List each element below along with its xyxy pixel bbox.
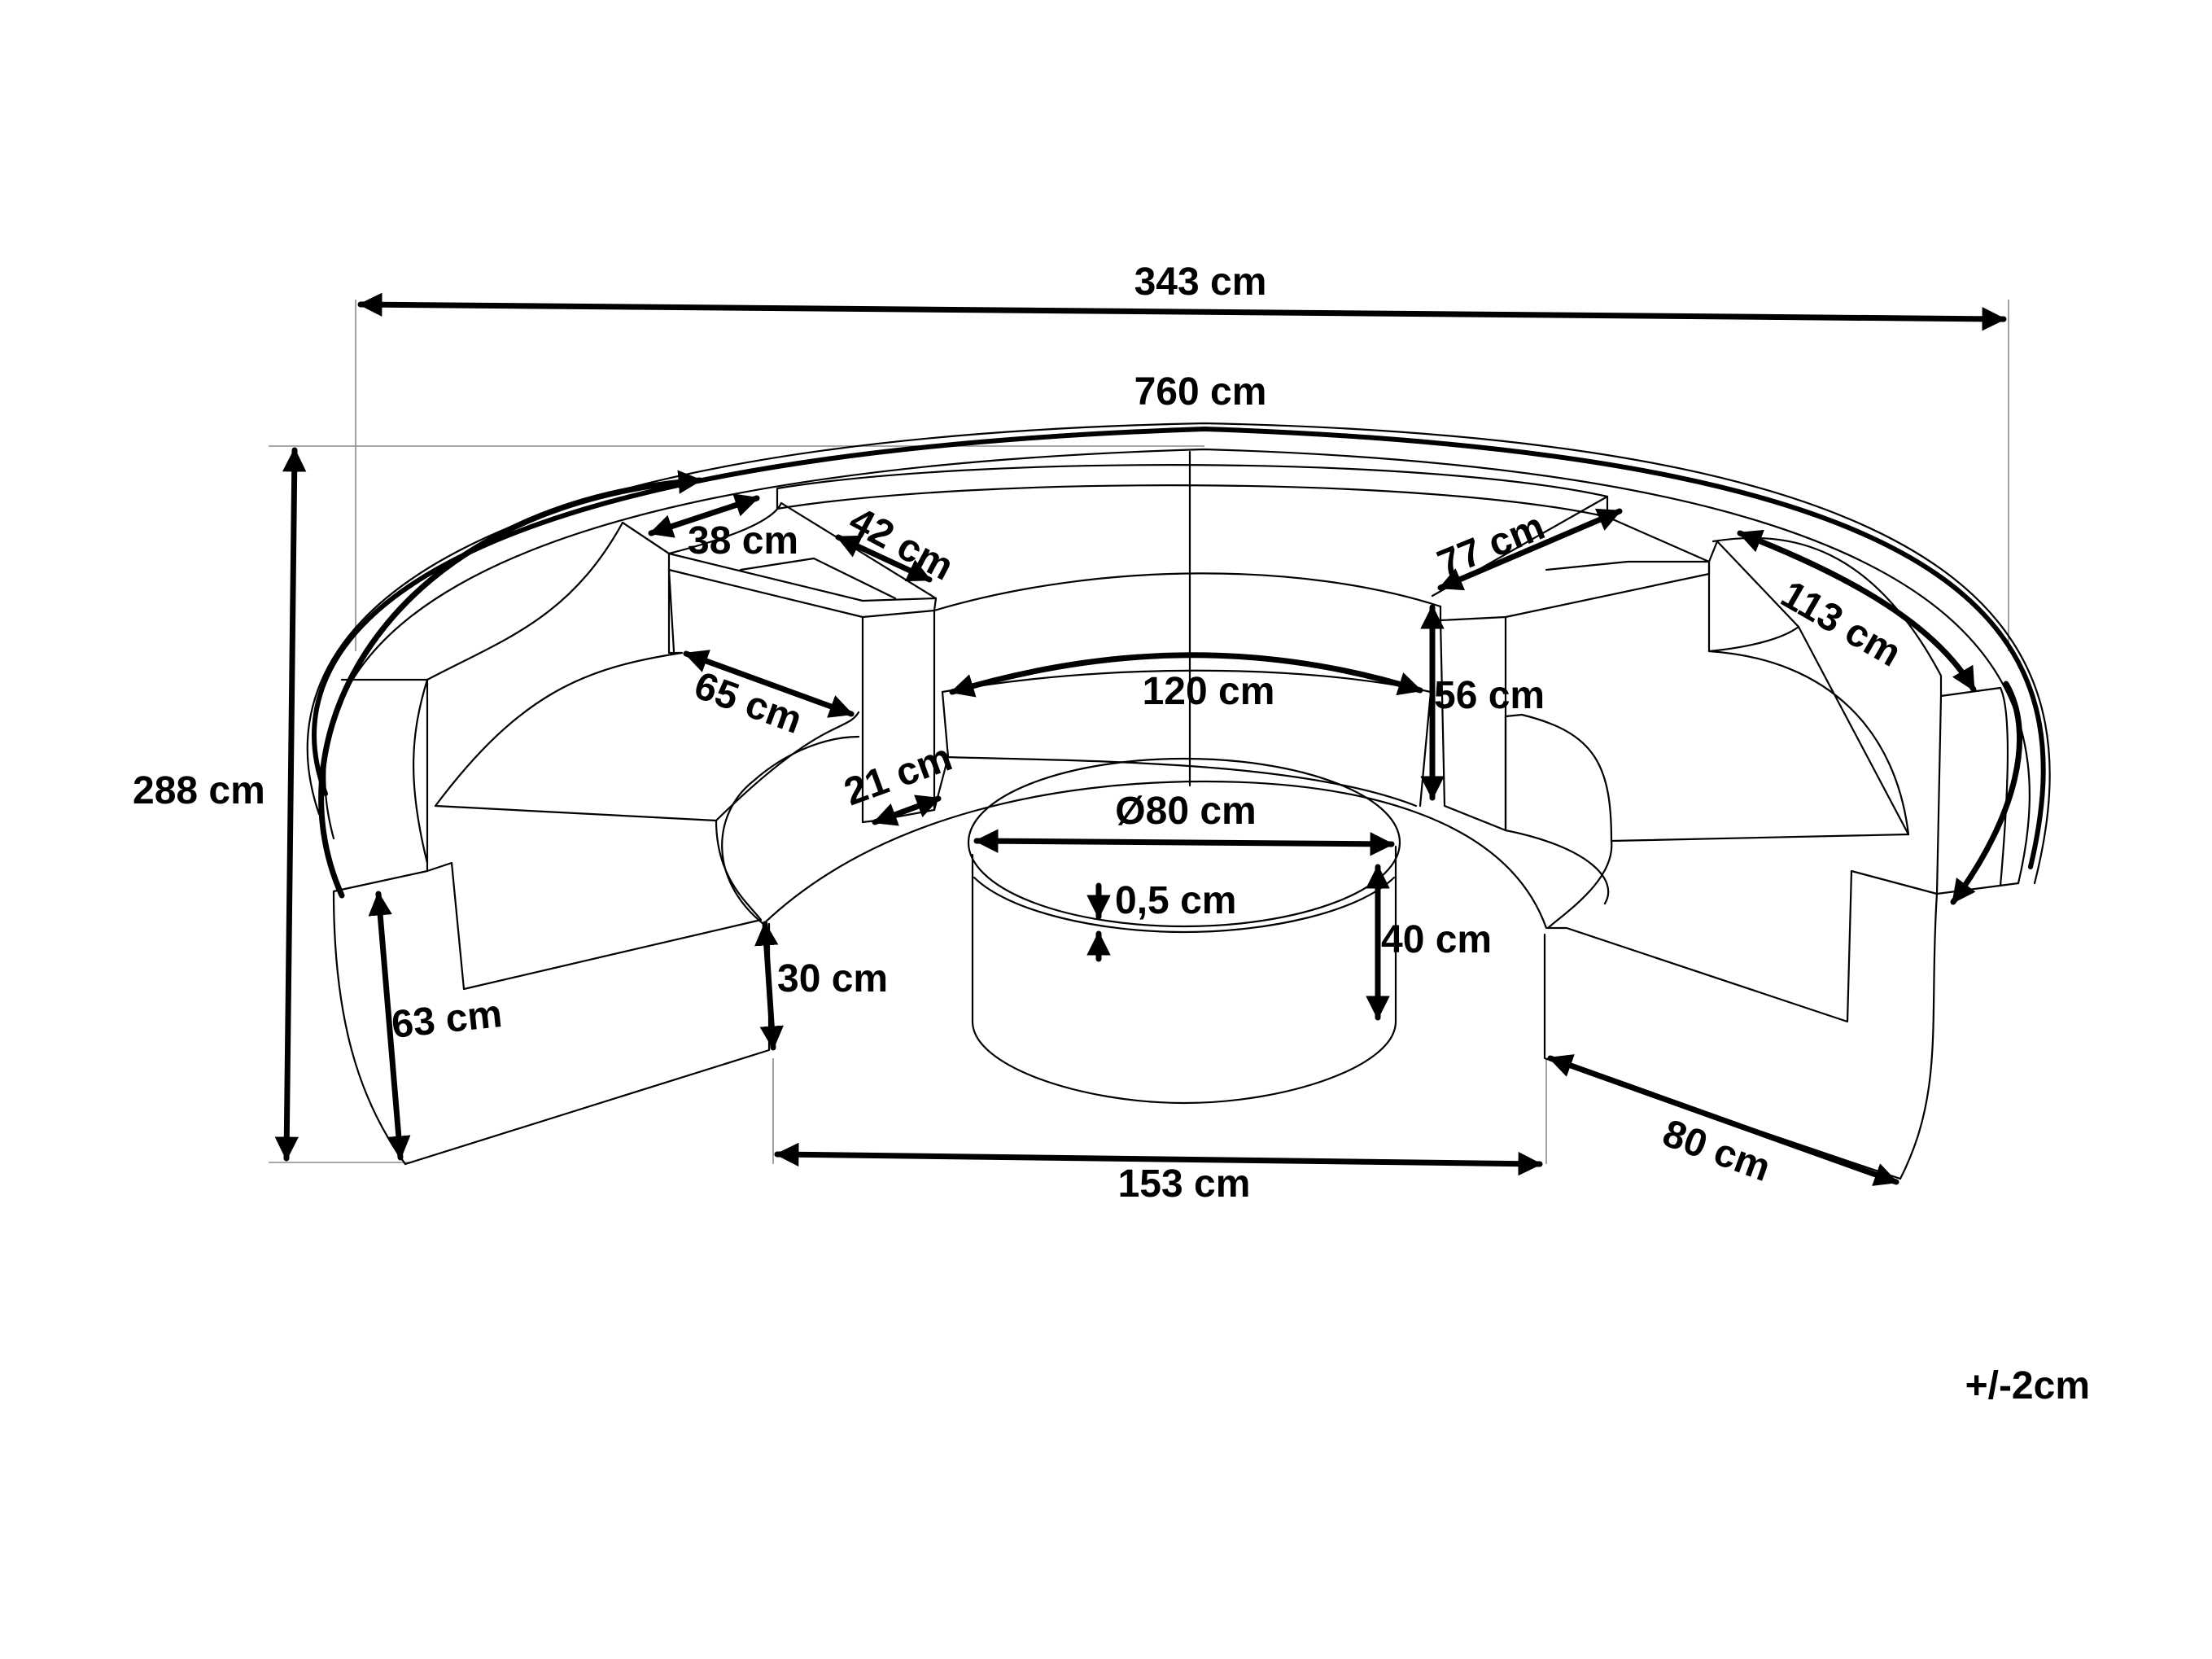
- label-perimeter: 760 cm: [1134, 370, 1267, 414]
- arrow-perimeter: [318, 470, 703, 899]
- arrow-depth: [274, 447, 307, 1162]
- label-seat-height: 30 cm: [777, 957, 888, 1000]
- label-corner-width: 77 cm: [1432, 505, 1550, 586]
- extension-lines: [269, 300, 2009, 1164]
- arrow-overall-width: [357, 292, 2007, 331]
- label-overall-width: 343 cm: [1134, 260, 1267, 304]
- arrow-seat-depth: [683, 650, 855, 718]
- arrow-outer-right: [1950, 681, 2022, 905]
- coffee-table: [967, 757, 1401, 1105]
- inner-seat-ring: [721, 735, 1610, 930]
- label-seat-width: 120 cm: [1143, 670, 1275, 713]
- label-seat-back-height: 56 cm: [1434, 674, 1545, 717]
- arrow-end-module-width: [1547, 1054, 1899, 1186]
- label-end-module-width: 80 cm: [1657, 1112, 1776, 1190]
- label-total-height: 63 cm: [390, 992, 505, 1047]
- arrow-outer-arc: [1737, 529, 1977, 693]
- arrow-armrest-thickness: [872, 794, 942, 826]
- label-armrest-depth: 42 cm: [842, 499, 960, 589]
- label-armrest-width: 38 cm: [688, 519, 798, 562]
- arrow-seat-height: [754, 921, 784, 1051]
- label-tolerance: +/-2cm: [1965, 1364, 2090, 1407]
- label-outer-arc: 113 cm: [1774, 573, 1908, 676]
- label-table-diameter: Ø80 cm: [1115, 790, 1256, 833]
- arrow-armrest-width: [648, 493, 760, 538]
- dimension-arrows: [274, 292, 2022, 1186]
- arrow-opening-width: [774, 1142, 1543, 1176]
- label-table-top-thickness: 0,5 cm: [1115, 879, 1236, 922]
- arrow-seat-width: [949, 652, 1423, 698]
- label-depth: 288 cm: [133, 769, 265, 812]
- outer-back-rim: [312, 426, 2046, 869]
- label-armrest-thickness: 21 cm: [839, 736, 958, 814]
- arrow-corner-width: [1437, 508, 1623, 591]
- arrow-table-diameter: [973, 829, 1395, 856]
- arrow-armrest-depth: [835, 534, 933, 583]
- left-module: [332, 501, 860, 1166]
- label-table-height: 40 cm: [1381, 918, 1492, 961]
- label-opening-width: 153 cm: [1118, 1162, 1251, 1206]
- arrow-total-height: [368, 891, 411, 1161]
